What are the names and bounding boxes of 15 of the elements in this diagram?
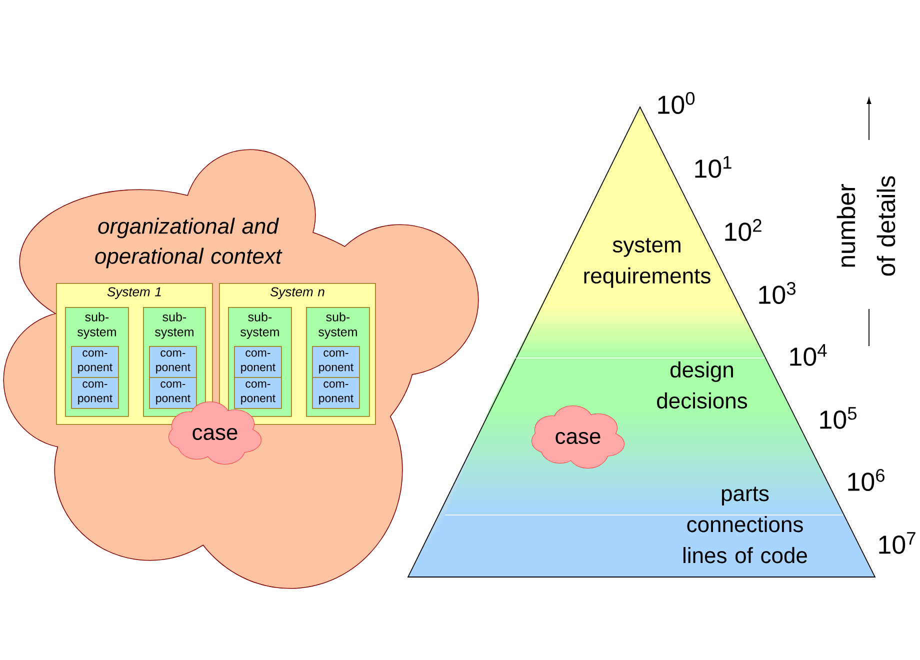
component-box: com- ponent (71, 377, 119, 409)
power-label: 10$^{7}$ (879, 532, 916, 554)
component-box: com- ponent (234, 377, 282, 409)
component-box: com- ponent (234, 346, 282, 378)
power-label: 10$^{4}$ (790, 344, 827, 366)
component-box: com- ponent (312, 346, 360, 378)
component-box: com- ponent (149, 377, 197, 409)
component-box: com- ponent (71, 346, 119, 378)
component-box: com- ponent (312, 377, 360, 409)
power-label: 10$^{5}$ (820, 407, 856, 429)
power-label: 10$^{1}$ (695, 156, 732, 178)
case-cloud: case (531, 405, 625, 469)
power-label: 10$^{2}$ (725, 219, 762, 241)
power-label: 10$^{3}$ (759, 282, 796, 304)
component-box: com- ponent (149, 346, 197, 378)
